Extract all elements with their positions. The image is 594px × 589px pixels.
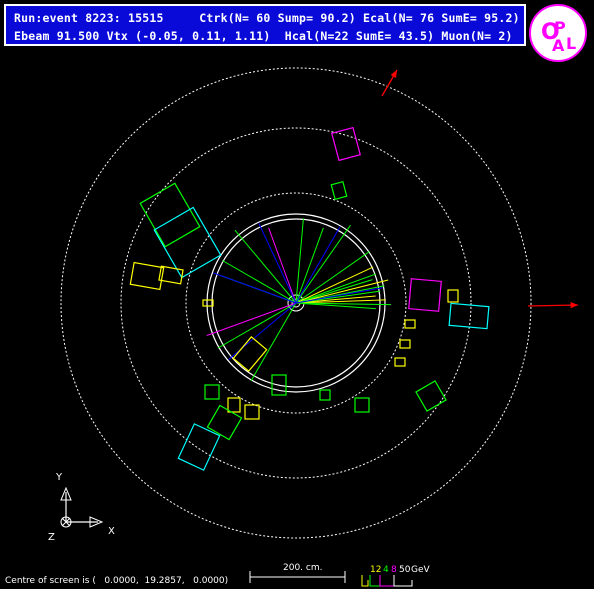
energy-scale-value-4: 50	[399, 565, 411, 575]
hcal-cluster	[271, 374, 287, 396]
logo-letter-p: P	[554, 18, 566, 37]
ecal-cluster	[227, 397, 241, 413]
logo-letter-o: O	[541, 20, 560, 45]
energy-scale-value-3: 8	[391, 565, 397, 575]
energy-scale-value-2: 4	[383, 565, 389, 575]
energy-scale-bracket	[369, 575, 381, 587]
ecal-cluster	[404, 319, 416, 329]
coil-ring-outer	[206, 213, 386, 393]
hcal-cluster	[206, 404, 243, 441]
jet-axis-line	[258, 223, 297, 304]
energy-scale-unit: GeV	[411, 565, 430, 575]
ecal-cluster	[158, 265, 184, 285]
energy-scale-value-1: 12	[370, 565, 382, 575]
ecal-cluster	[408, 278, 442, 312]
charged-track	[295, 227, 324, 304]
jet-axis-line	[295, 287, 383, 304]
muon-direction-arrow-head	[570, 302, 578, 309]
hcal-cluster	[139, 182, 201, 248]
charged-track	[295, 299, 386, 304]
ecal-cluster	[202, 299, 214, 307]
charged-track	[295, 273, 377, 304]
energy-scale-bracket	[361, 575, 369, 587]
charged-track	[295, 218, 304, 304]
charged-track	[234, 229, 297, 304]
ecal-outer-ring	[185, 192, 407, 414]
run-event-line: Run:event 8223: 15515 Ctrk(N= 60 Sump= 9…	[14, 11, 520, 25]
muon-chamber-hit	[331, 126, 361, 162]
beam-vertex-line: Ebeam 91.500 Vtx (-0.05, 0.11, 1.11) Hca…	[14, 29, 513, 43]
charged-track	[295, 266, 374, 304]
coil-ring-inner	[211, 218, 381, 388]
ecal-cluster	[129, 261, 165, 291]
z-axis-cross	[61, 517, 71, 527]
screen-centre-readout: Centre of screen is ( 0.0000, 19.2857, 0…	[5, 576, 229, 586]
hcal-cluster	[153, 206, 222, 279]
ecal-cluster	[399, 339, 411, 349]
charged-track	[206, 302, 297, 336]
hcal-cluster	[204, 384, 220, 400]
charged-track	[295, 302, 391, 306]
z-axis-symbol	[60, 516, 72, 528]
charged-track	[222, 260, 297, 304]
y-axis-label: Y	[55, 472, 63, 483]
charged-track	[295, 250, 371, 304]
z-axis-label: Z	[48, 532, 55, 543]
charged-track	[250, 302, 297, 382]
logo-letter-l: L	[566, 34, 576, 53]
jet-axis-line	[295, 226, 341, 304]
x-axis-label: X	[108, 526, 115, 537]
ecal-cluster	[447, 289, 459, 303]
outer-muon-ring	[60, 67, 532, 539]
hcal-cluster	[330, 180, 348, 201]
ecal-cluster	[394, 357, 406, 367]
jet-axis-line	[213, 272, 297, 304]
energy-scale-bracket	[379, 575, 395, 587]
event-info-banner: Run:event 8223: 15515 Ctrk(N= 60 Sump= 9…	[4, 4, 526, 46]
charged-track	[217, 302, 297, 349]
hadron-calorimeter-ring	[120, 127, 472, 479]
opal-logo: O P A L	[529, 4, 587, 62]
muon-direction-arrow	[527, 304, 579, 307]
charged-track	[295, 302, 376, 310]
y-axis-arrowhead	[60, 486, 72, 501]
hcal-cluster	[415, 380, 447, 412]
hcal-cluster	[319, 389, 331, 401]
ecal-cluster	[244, 404, 260, 420]
logo-letter-a: A	[552, 36, 565, 55]
charged-track	[295, 279, 373, 304]
hcal-cluster	[448, 302, 490, 330]
energy-scale-bracket	[393, 575, 413, 587]
scale-bar-label: 200. cm.	[283, 563, 323, 573]
charged-track	[295, 279, 389, 304]
hcal-cluster	[354, 397, 370, 413]
ecal-cluster	[232, 336, 268, 372]
muon-direction-arrow-head	[390, 70, 397, 78]
hcal-cluster	[177, 423, 221, 471]
x-axis-arrowhead	[89, 516, 104, 528]
charged-track	[295, 224, 351, 304]
charged-track	[268, 227, 297, 304]
charged-track	[295, 295, 376, 304]
